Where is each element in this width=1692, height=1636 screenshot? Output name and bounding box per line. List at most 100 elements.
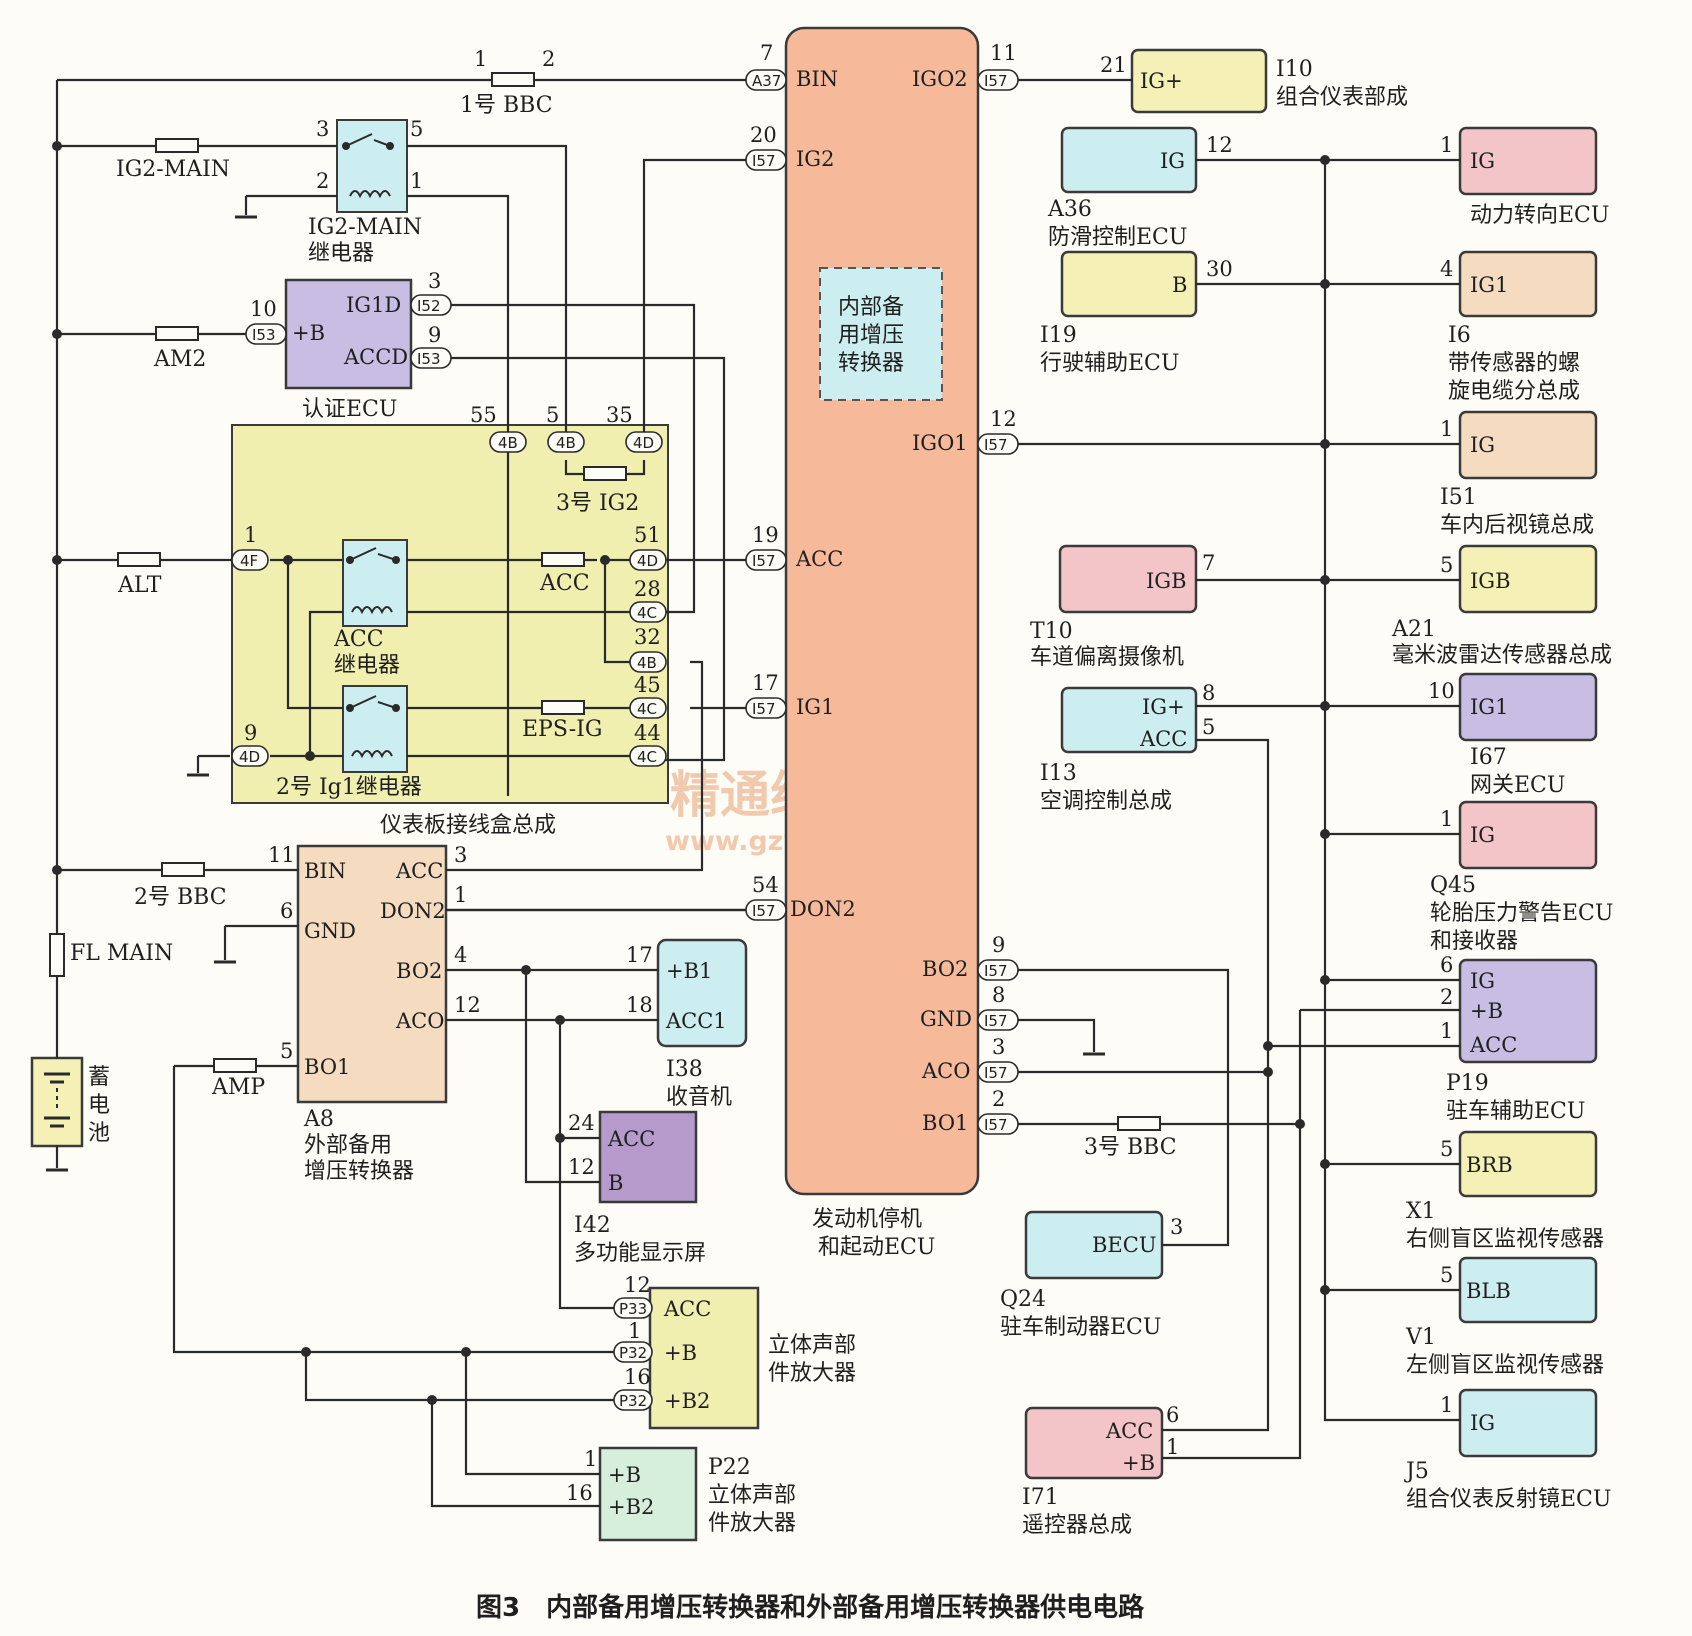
ecu-pin8: 8 <box>992 983 1005 1007</box>
connector-4d-51: 4D <box>629 549 667 571</box>
i71-b-label: +B <box>1122 1451 1155 1475</box>
connector-4b-55: 4B <box>489 431 527 453</box>
t10-name: 车道偏离摄像机 <box>1030 645 1184 670</box>
p22-name1: 立体声部 <box>708 1483 796 1508</box>
alt-label: ALT <box>117 573 162 598</box>
a8-pin3: 3 <box>454 843 467 867</box>
ecu-pin7: 7 <box>760 41 773 65</box>
connector-i57-ig1: I57 <box>745 697 787 719</box>
i6-pin: 4 <box>1440 257 1453 281</box>
ecu-don2-label: DON2 <box>790 897 856 921</box>
a8-pin11: 11 <box>268 843 295 867</box>
ecu-acc-label: ACC <box>795 547 843 571</box>
i19-pin30: 30 <box>1206 257 1233 281</box>
amp-pin16: 16 <box>624 1365 651 1389</box>
q45-name1: 轮胎压力警告ECU <box>1430 901 1613 926</box>
q24-becu-label: BECU <box>1092 1233 1157 1257</box>
bbc1-label: 1号 BBC <box>460 93 553 118</box>
a21-igb-label: IGB <box>1470 569 1511 593</box>
q24-id: Q24 <box>1000 1287 1046 1312</box>
svg-text:I57: I57 <box>984 1064 1008 1082</box>
ecu-pin20: 20 <box>750 123 777 147</box>
figure-caption: 图3 内部备用增压转换器和外部备用增压转换器供电电路 <box>476 1592 1145 1623</box>
jb-pin28: 28 <box>634 577 661 601</box>
ecu-aco-label: ACO <box>921 1059 970 1083</box>
jb-pin51: 51 <box>634 523 661 547</box>
ecu-pin54: 54 <box>752 873 779 897</box>
svg-text:I57: I57 <box>984 72 1008 90</box>
i67-pin: 10 <box>1428 679 1455 703</box>
connector-i57-aco: I57 <box>977 1061 1019 1083</box>
i67-ig1-label: IG1 <box>1470 695 1508 719</box>
ecu-pin19: 19 <box>752 523 779 547</box>
svg-text:P32: P32 <box>619 1392 647 1410</box>
battery-label-3: 池 <box>88 1121 110 1146</box>
eps-ig-label: IG <box>1470 149 1495 173</box>
i67-id: I67 <box>1470 745 1507 770</box>
j5-box <box>1458 1388 1598 1458</box>
connector-i52: I52 <box>410 294 452 316</box>
i19-b-label: B <box>1172 273 1187 297</box>
ecu-bo2-label: BO2 <box>922 957 968 981</box>
ecu-ig2-label: IG2 <box>796 147 834 171</box>
svg-text:4C: 4C <box>637 748 657 766</box>
i6-name2: 旋电缆分总成 <box>1448 379 1580 404</box>
connector-a37: A37 <box>745 69 787 91</box>
connector-4d-35: 4D <box>625 431 663 453</box>
a8-bo2-label: BO2 <box>396 959 442 983</box>
svg-text:I57: I57 <box>752 902 776 920</box>
battery-box <box>30 1056 84 1148</box>
j5-id: J5 <box>1404 1459 1429 1484</box>
i38-pin18: 18 <box>626 993 653 1017</box>
ecu-pin11: 11 <box>990 41 1017 65</box>
x1-pin: 5 <box>1440 1137 1453 1161</box>
auth-ecu-pin9: 9 <box>428 323 441 347</box>
p22-id: P22 <box>708 1455 751 1480</box>
p22-b-label: +B <box>608 1463 641 1487</box>
amp-acc-label: ACC <box>663 1297 711 1321</box>
i38-name: 收音机 <box>666 1085 732 1110</box>
q45-ig-label: IG <box>1470 823 1495 847</box>
connector-i57-ig2: I57 <box>745 149 787 171</box>
ig2-relay-pin5: 5 <box>410 117 423 141</box>
ecu-title1: 发动机停机 <box>812 1207 922 1232</box>
amp-pin1: 1 <box>628 1319 641 1343</box>
fuses <box>49 72 1161 1131</box>
i38-id: I38 <box>666 1057 703 1082</box>
jb-pin44: 44 <box>634 721 661 745</box>
svg-text:I52: I52 <box>417 297 441 315</box>
jb-pin1: 1 <box>244 523 257 547</box>
a21-name: 毫米波雷达传感器总成 <box>1392 643 1612 668</box>
connector-4d-9: 4D <box>231 745 269 767</box>
ig2-relay-label: IG2-MAIN <box>308 215 422 240</box>
acc-fuse-label: ACC <box>539 571 590 596</box>
i13-pin8: 8 <box>1202 681 1215 705</box>
svg-text:I53: I53 <box>417 350 441 368</box>
amp-b2-label: +B2 <box>664 1389 710 1413</box>
a8-pin4: 4 <box>454 943 467 967</box>
jb-pin5: 5 <box>546 403 559 427</box>
connector-p32-b2: P32 <box>613 1389 653 1411</box>
a36-id: A36 <box>1047 197 1092 222</box>
v1-name: 左侧盲区监视传感器 <box>1406 1353 1604 1378</box>
i13-id: I13 <box>1040 761 1077 786</box>
p19-name: 驻车辅助ECU <box>1446 1099 1585 1124</box>
x1-brb-label: BRB <box>1466 1153 1513 1177</box>
i71-box <box>1024 1406 1164 1480</box>
labels: 1 2 1号 BBC IG2-MAIN AM2 ALT ACC EPS-IG 3… <box>70 41 1613 1623</box>
i19-name: 行驶辅助ECU <box>1040 351 1179 376</box>
i38-acc1-label: ACC1 <box>665 1009 727 1033</box>
jb-pin45: 45 <box>634 673 661 697</box>
ecu-pin2: 2 <box>992 1087 1005 1111</box>
ecu-gnd-label: GND <box>920 1007 972 1031</box>
p19-pin6: 6 <box>1440 953 1453 977</box>
svg-text:I57: I57 <box>752 700 776 718</box>
ecu-bin-label: BIN <box>796 67 838 91</box>
svg-text:A37: A37 <box>752 72 781 90</box>
inner-converter-label1: 内部备 <box>838 295 904 320</box>
p19-pin2: 2 <box>1440 985 1453 1009</box>
svg-text:4D: 4D <box>633 434 654 452</box>
i71-pin1: 1 <box>1166 1435 1179 1459</box>
i51-name: 车内后视镜总成 <box>1440 513 1594 538</box>
i6-id: I6 <box>1448 323 1471 348</box>
